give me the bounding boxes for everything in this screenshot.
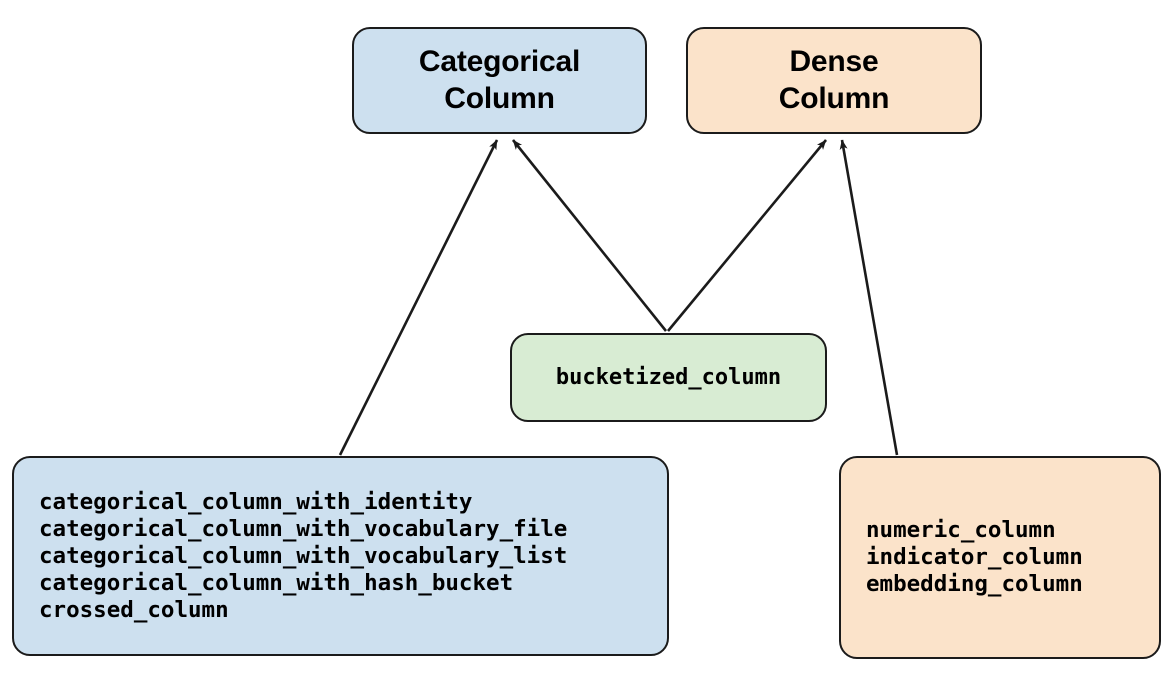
node-dense-constructors[interactable]: numeric_column indicator_column embeddin… (839, 456, 1161, 659)
categorical-constructor-item: categorical_column_with_vocabulary_file (39, 515, 568, 542)
dense-constructor-item: embedding_column (866, 571, 1083, 597)
node-categorical-constructors[interactable]: categorical_column_with_identity categor… (12, 456, 669, 656)
edge-categorical-constructors-to-categorical-column (338, 139, 499, 456)
categorical-constructor-item: categorical_column_with_identity (39, 488, 473, 515)
edge-bucketized-column-to-dense-column (666, 139, 828, 332)
node-categorical-column[interactable]: Categorical Column (352, 27, 647, 134)
edge-bucketized-column-to-categorical-column (511, 139, 668, 332)
node-dense-column[interactable]: Dense Column (686, 27, 982, 134)
dense-constructor-item: indicator_column (866, 544, 1083, 570)
node-dense-column-label: Dense Column (778, 44, 890, 115)
categorical-constructor-item: categorical_column_with_hash_bucket (39, 569, 514, 596)
node-bucketized-column-label: bucketized_column (555, 364, 782, 390)
dense-constructor-item: numeric_column (866, 517, 1056, 543)
node-bucketized-column[interactable]: bucketized_column (510, 333, 827, 422)
node-categorical-column-label: Categorical Column (418, 44, 581, 115)
categorical-constructor-item: crossed_column (39, 596, 229, 623)
categorical-constructor-item: categorical_column_with_vocabulary_list (39, 542, 568, 569)
edge-dense-constructors-to-dense-column (839, 139, 899, 456)
